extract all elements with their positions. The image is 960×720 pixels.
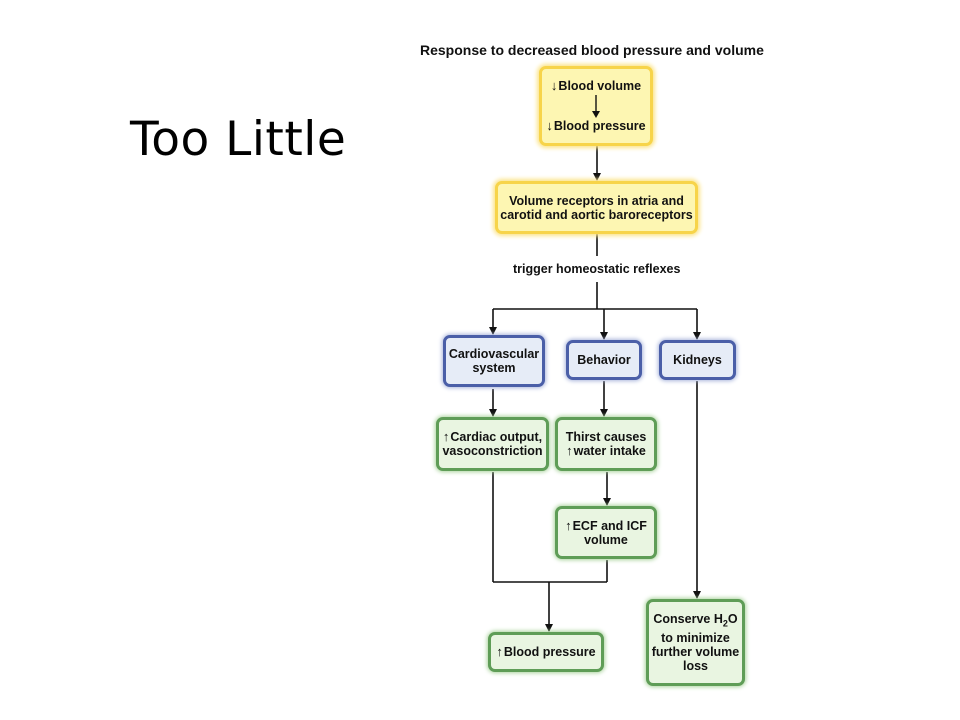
slide-title: Too Little bbox=[130, 112, 347, 167]
conserve-line-4: loss bbox=[682, 658, 708, 673]
ecf-icf-box: ↑ECF and ICF volume bbox=[555, 506, 657, 559]
arrow-up-icon: ↑ bbox=[442, 429, 450, 444]
blood-pressure-result-label: ↑Blood pressure bbox=[496, 644, 596, 660]
thirst-box: Thirst causes ↑water intake bbox=[555, 417, 657, 471]
cardio-line-2: system bbox=[472, 361, 516, 375]
arrow-down-icon: ↓ bbox=[550, 78, 558, 93]
receptors-box: Volume receptors in atria and carotid an… bbox=[495, 181, 698, 234]
receptors-line-2: carotid and aortic baroreceptors bbox=[500, 207, 693, 222]
cardiac-output-line-2: vasoconstriction bbox=[442, 444, 543, 458]
kidneys-box: Kidneys bbox=[659, 340, 736, 380]
conserve-line-1: Conserve H2O bbox=[653, 612, 738, 629]
ecf-line-2: volume bbox=[584, 532, 628, 547]
arrow-up-icon: ↑ bbox=[565, 517, 572, 533]
cardio-line-1: Cardiovascular bbox=[448, 347, 540, 361]
start-line-1: ↓Blood volume bbox=[550, 78, 642, 94]
receptors-line-1: Volume receptors in atria and bbox=[509, 193, 684, 208]
behavior-box: Behavior bbox=[566, 340, 642, 380]
ecf-line-1: ↑ECF and ICF bbox=[565, 517, 647, 533]
cardiac-output-line-1: ↑Cardiac output, bbox=[442, 429, 543, 445]
arrow-up-icon: ↑ bbox=[566, 443, 573, 458]
inner-arrow-down-icon bbox=[591, 93, 601, 119]
blood-pressure-result-box: ↑Blood pressure bbox=[488, 632, 604, 672]
behavior-label: Behavior bbox=[577, 353, 631, 367]
start-box: ↓Blood volume ↓Blood pressure bbox=[539, 66, 653, 146]
conserve-line-3: further volume bbox=[651, 644, 740, 659]
kidneys-label: Kidneys bbox=[673, 353, 722, 367]
cardiovascular-box: Cardiovascular system bbox=[443, 335, 545, 387]
trigger-label: trigger homeostatic reflexes bbox=[513, 262, 681, 276]
cardiac-output-box: ↑Cardiac output, vasoconstriction bbox=[436, 417, 549, 471]
conserve-line-2: to minimize bbox=[661, 630, 730, 645]
arrow-up-icon: ↑ bbox=[496, 644, 503, 659]
start-line-2: ↓Blood pressure bbox=[546, 118, 646, 134]
thirst-line-2: ↑water intake bbox=[566, 443, 646, 459]
conserve-water-box: Conserve H2O to minimize further volume … bbox=[646, 599, 745, 686]
diagram-heading: Response to decreased blood pressure and… bbox=[420, 42, 764, 58]
thirst-line-1: Thirst causes bbox=[565, 430, 647, 444]
arrow-down-icon: ↓ bbox=[546, 118, 553, 133]
